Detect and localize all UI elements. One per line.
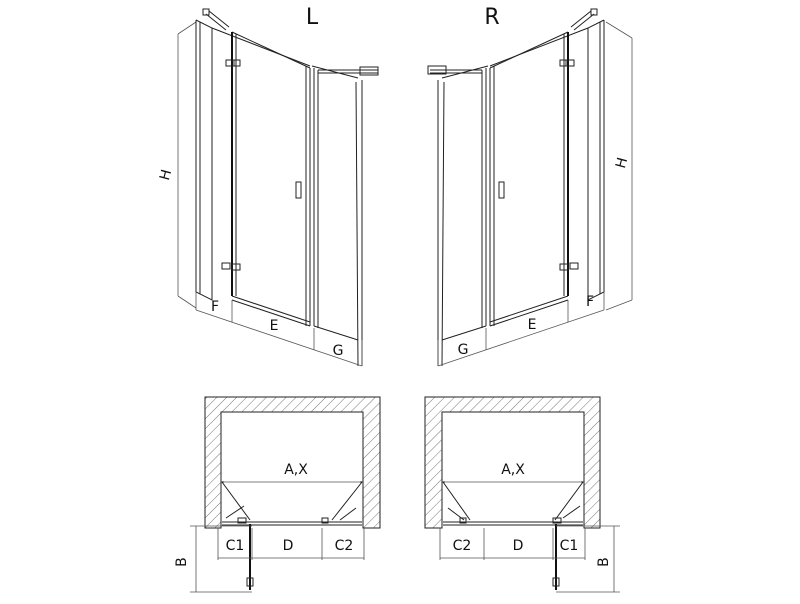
right-side-panel — [437, 65, 489, 367]
left-depth-label: B — [174, 557, 190, 567]
left-door-view: L H — [157, 5, 379, 367]
left-fixed-label: F — [211, 299, 219, 315]
door-handle-right — [498, 181, 505, 199]
right-segment-c2: C2 — [453, 538, 472, 554]
left-segment-dimensions: C1 D C2 — [217, 528, 365, 560]
left-fixed-panel — [195, 19, 213, 301]
right-support-bar — [427, 65, 482, 75]
left-view-title: L — [306, 5, 319, 30]
left-plan-walls — [204, 396, 381, 529]
right-segment-dimensions: C2 D C1 — [439, 528, 586, 560]
right-plan-view: A,X C2 D C1 B — [424, 396, 620, 593]
wall-bracket-top-left — [202, 8, 230, 31]
left-support-bar — [318, 66, 379, 76]
left-segment-d: D — [283, 538, 294, 554]
right-segment-d: D — [513, 538, 524, 554]
right-view-title: R — [484, 5, 499, 30]
right-plan-walls — [424, 396, 601, 529]
left-depth-dimension: B — [174, 525, 252, 593]
right-height-label: H — [613, 156, 631, 170]
right-fixed-label: F — [586, 294, 594, 310]
right-side-label: G — [458, 342, 469, 358]
door-handle-left — [295, 181, 302, 199]
right-hinged-door — [489, 27, 589, 327]
right-fixed-panel — [587, 19, 605, 301]
lower-hinge-right — [569, 262, 579, 270]
left-segment-c1: C1 — [226, 538, 245, 554]
left-side-panel — [311, 65, 363, 367]
left-hinged-door — [211, 27, 311, 327]
wall-bracket-top-right — [570, 8, 598, 31]
left-bottom-dimensions: F E G — [195, 292, 363, 367]
left-plan-view: A,X C1 D C2 B — [174, 396, 381, 593]
right-height-dimension: H — [605, 21, 633, 311]
right-width-label: A,X — [501, 462, 525, 478]
left-width-label: A,X — [284, 462, 308, 478]
right-door-view: R H — [427, 5, 633, 367]
lower-hinge-left — [221, 262, 231, 270]
right-depth-label: B — [596, 557, 612, 567]
left-height-label: H — [157, 168, 175, 182]
right-door-label: E — [528, 317, 537, 333]
left-door-label: E — [270, 318, 279, 334]
left-side-label: G — [333, 343, 344, 359]
right-bottom-dimensions: F E G — [437, 292, 605, 367]
left-height-dimension: H — [157, 21, 197, 309]
right-depth-dimension: B — [556, 525, 620, 593]
right-segment-c1: C1 — [560, 538, 579, 554]
left-segment-c2: C2 — [335, 538, 354, 554]
